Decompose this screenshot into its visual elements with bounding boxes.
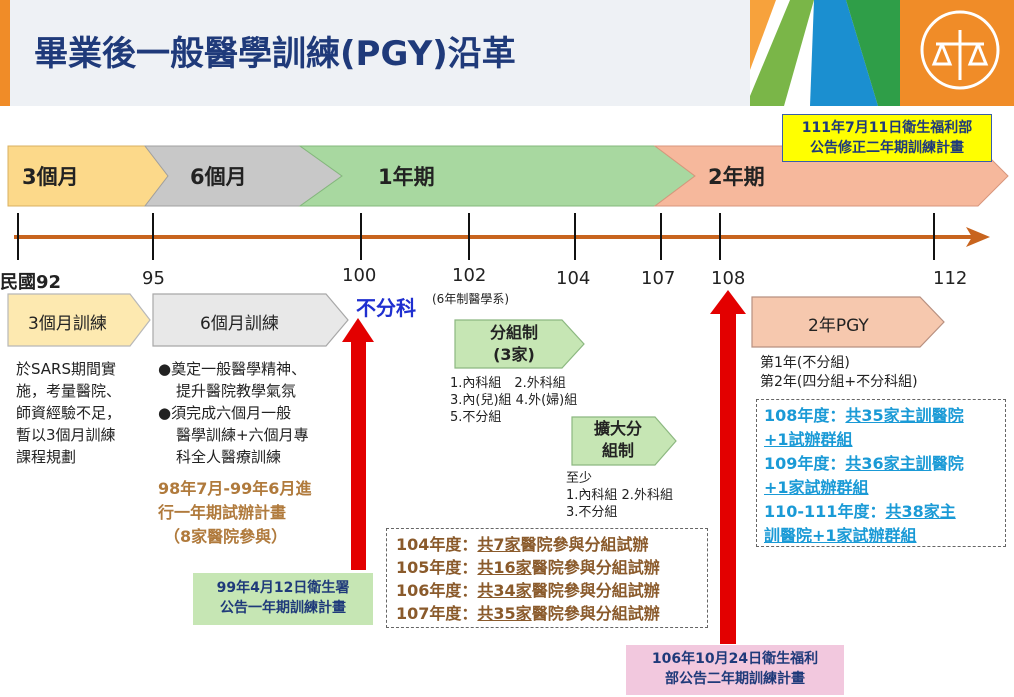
- red-arrow-106: [710, 290, 746, 644]
- pilot-year-row: 107年度：共35家醫院參與分組試辦: [396, 604, 660, 623]
- hospital-line: +1試辦群組: [764, 430, 853, 449]
- logo-graphic: [750, 0, 1014, 106]
- timeline-arrowhead: [966, 227, 990, 247]
- year-label-95: 95: [142, 268, 165, 289]
- phase-label-6m: 6個月: [190, 165, 247, 189]
- hospital-line: 訓醫院+1家試辦群組: [764, 526, 917, 545]
- pilot-year-row: 105年度：共16家醫院參與分組試辦: [396, 558, 660, 577]
- year-label-112: 112: [933, 268, 968, 289]
- division-items: 1.內科組 2.外科組 3.內(兒)組 4.外(婦)組 5.不分組: [450, 376, 578, 425]
- hospital-line: 110-111年度：共38家主: [764, 502, 956, 521]
- hospital-line: +1家試辦群組: [764, 478, 869, 497]
- no-division-note: (6年制醫學系): [432, 292, 509, 306]
- header-accent-stripe: [0, 0, 10, 106]
- notice-106-box: 106年10月24日衛生福利 部公告二年期訓練計畫: [626, 645, 844, 695]
- expanded-items: 至少 1.內科組 2.外科組 3.不分組: [566, 471, 673, 520]
- hospital-line: 108年度：共35家主訓醫院: [764, 406, 964, 425]
- pgy2-hospitals-box: [756, 399, 1006, 547]
- box-division: [454, 319, 585, 369]
- box-expanded-division: [571, 416, 677, 466]
- box-6m-training: [152, 293, 349, 347]
- year-label-108: 108: [711, 268, 746, 289]
- phase-label-1y: 1年期: [378, 165, 435, 189]
- pilot-year-row: 104年度：共7家醫院參與分組試辦: [396, 535, 649, 554]
- box-3m-training: [7, 293, 151, 347]
- label-expanded-division: 擴大分 組制: [593, 419, 642, 460]
- phase-label-2y: 2年期: [708, 165, 765, 189]
- pilot-years-list: 104年度：共7家醫院參與分組試辦 105年度：共16家醫院參與分組試辦 106…: [396, 533, 660, 625]
- year-label-104: 104: [556, 268, 591, 289]
- seal-icon: [920, 10, 1000, 90]
- notice-99-box: 99年4月12日衛生署 公告一年期訓練計畫: [193, 573, 373, 625]
- red-arrow-99: [342, 318, 374, 570]
- label-6m-training: 6個月訓練: [200, 314, 279, 334]
- hospital-line: 109年度：共36家主訓醫院: [764, 454, 964, 473]
- no-division-label: 不分科: [356, 296, 416, 320]
- pgy2-desc: 第1年(不分組) 第2年(四分組+不分科組): [760, 355, 918, 390]
- year-label-102: 102: [452, 265, 487, 286]
- pilot-98-99: 98年7月-99年6月進 行一年期試辦計畫 （8家醫院參與）: [158, 479, 312, 546]
- pilot-year-row: 106年度：共34家醫院參與分組試辦: [396, 581, 660, 600]
- logo-panel: [750, 0, 1014, 106]
- phase-1y-arrow: [298, 145, 696, 207]
- pilot-years-box: [386, 528, 708, 628]
- timeline-ticks: [17, 213, 935, 260]
- label-division: 分組制 (3家): [489, 323, 538, 364]
- pgy2-hospitals-list: 108年度：共35家主訓醫院 +1試辦群組 109年度：共36家主訓醫院 +1家…: [764, 404, 964, 548]
- year-label-92: 民國92: [0, 272, 62, 293]
- bullets-6m-training: ●奠定一般醫學精神、 提升醫院教學氣氛 ●須完成六個月一般 醫學訓練+六個月專 …: [158, 360, 309, 466]
- year-label-107: 107: [641, 268, 676, 289]
- year-label-100: 100: [342, 265, 377, 286]
- desc-3m-training: 於SARS期間實 施，考量醫院、 師資經驗不足， 暫以3個月訓練 課程規劃: [16, 360, 122, 466]
- label-pgy2: 2年PGY: [808, 316, 869, 336]
- label-3m-training: 3個月訓練: [28, 314, 107, 334]
- phase-label-3m: 3個月: [22, 165, 79, 189]
- notice-111-box: 111年7月11日衛生福利部 公告修正二年期訓練計畫: [782, 114, 992, 162]
- box-pgy2: [751, 296, 945, 348]
- page-title: 畢業後一般醫學訓練(PGY)沿革: [34, 34, 516, 74]
